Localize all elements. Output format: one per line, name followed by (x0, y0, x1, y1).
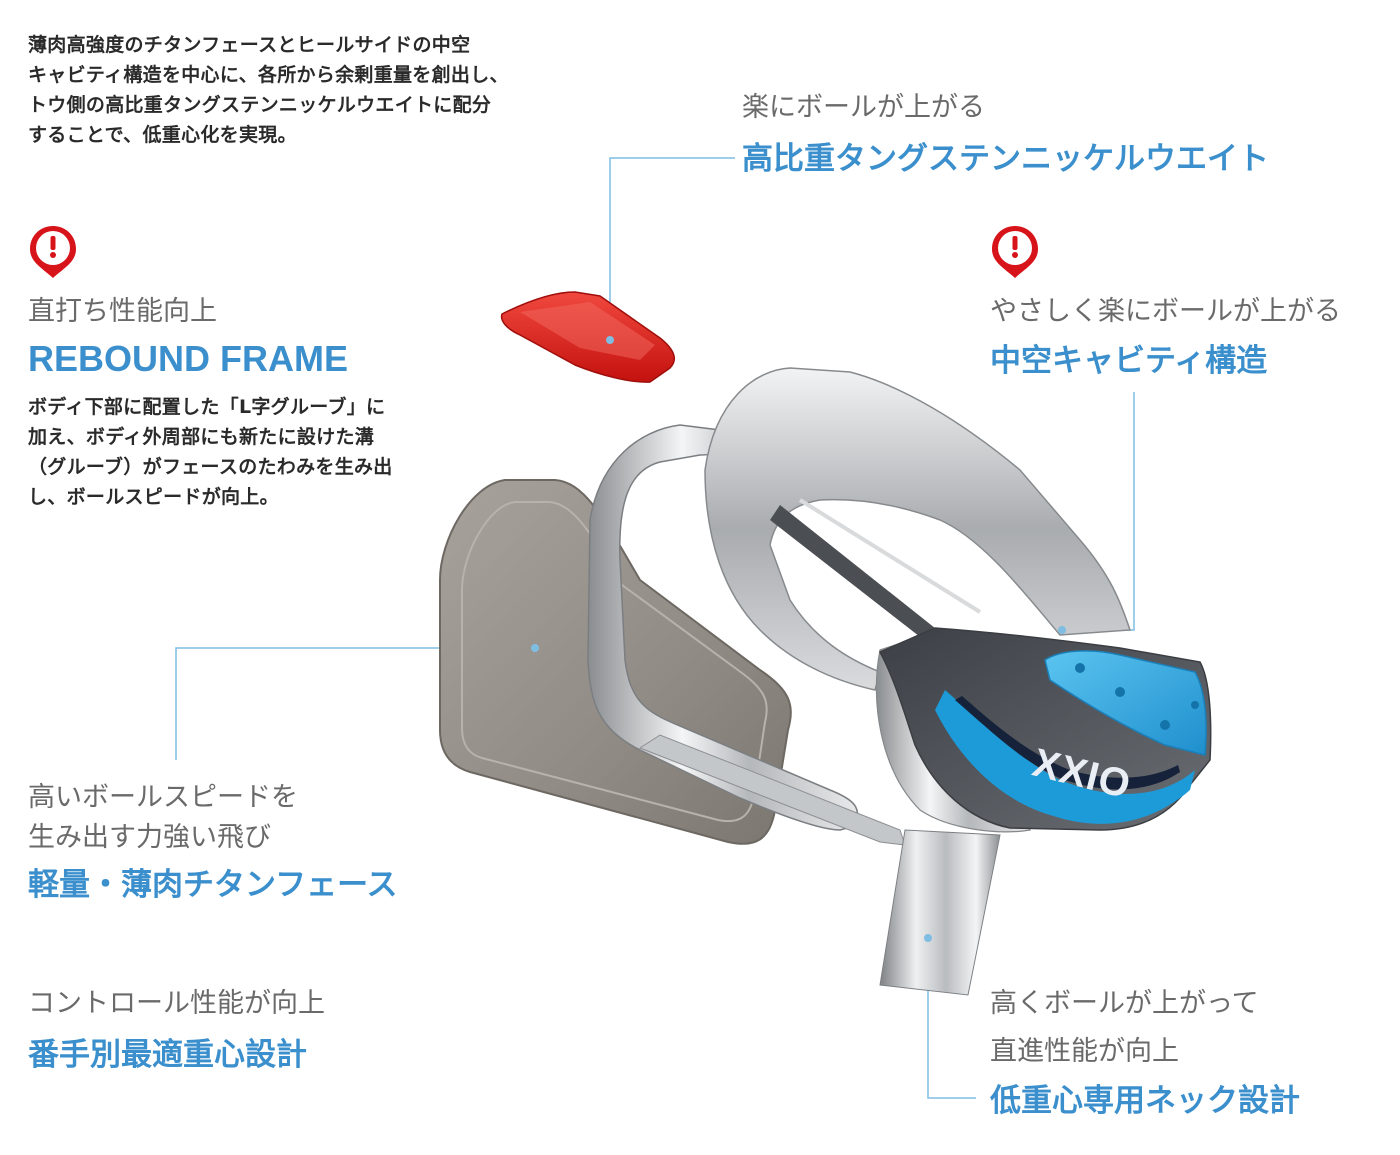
cavity-subtitle: やさしく楽にボールが上がる (990, 296, 1341, 327)
club-body (704, 367, 1132, 691)
weight-subtitle: 楽にボールが上がる (742, 92, 985, 123)
rebound-description: ボディ下部に配置した「L字グルーブ」に 加え、ボディ外周部にも新たに設けた溝 （… (28, 392, 393, 512)
intro-line: 薄肉高強度のチタンフェースとヒールサイドの中空 (28, 34, 471, 56)
face-heading: 軽量・薄肉チタンフェース (28, 867, 398, 903)
rebound-line: 加え、ボディ外周部にも新たに設けた溝 (28, 426, 375, 448)
intro-paragraph: 薄肉高強度のチタンフェースとヒールサイドの中空 キャビティ構造を中心に、各所から… (28, 30, 509, 150)
rebound-heading: REBOUND FRAME (28, 338, 348, 379)
neck-subtitle-1: 高くボールが上がって (990, 988, 1259, 1019)
leader-weight (609, 157, 735, 340)
rebound-line: し、ボールスピードが向上。 (28, 486, 279, 508)
rebound-callout: 直打ち性能向上 REBOUND FRAME ボディ下部に配置した「L字グルーブ」… (28, 292, 393, 512)
control-callout: コントロール性能が向上 番手別最適重心設計 (28, 984, 325, 1076)
face-callout: 高いボールスピードを 生み出す力強い飛び 軽量・薄肉チタンフェース (28, 778, 398, 906)
leader-neck (927, 938, 976, 1099)
leader-lines (175, 157, 1135, 1099)
face-subtitle-2: 生み出す力強い飛び (28, 822, 271, 853)
weight-heading: 高比重タングステンニッケルウエイト (742, 141, 1269, 177)
alert-pin-icon (30, 226, 76, 278)
cavity-heading: 中空キャビティ構造 (990, 343, 1268, 379)
intro-line: キャビティ構造を中心に、各所から余剰重量を創出し、 (28, 64, 509, 86)
leader-face (175, 647, 535, 760)
rebound-line: ボディ下部に配置した「L字グルーブ」に (28, 396, 386, 418)
control-heading: 番手別最適重心設計 (28, 1037, 307, 1073)
neck-subtitle-2: 直進性能が向上 (990, 1036, 1179, 1067)
neck-heading: 低重心専用ネック設計 (990, 1083, 1300, 1119)
rebound-line: （グルーブ）がフェースのたわみを生み出 (28, 456, 393, 478)
intro-line: トウ側の高比重タングステンニッケルウエイトに配分 (28, 94, 492, 116)
weight-callout: 楽にボールが上がる 高比重タングステンニッケルウエイト (742, 88, 1269, 180)
face-subtitle-1: 高いボールスピードを (28, 782, 298, 813)
cavity-callout: やさしく楽にボールが上がる 中空キャビティ構造 (990, 292, 1341, 382)
control-subtitle: コントロール性能が向上 (28, 988, 325, 1019)
leader-dots (531, 336, 1066, 942)
neck-callout: 高くボールが上がって 直進性能が向上 低重心専用ネック設計 (990, 984, 1300, 1122)
intro-line: することで、低重心化を実現。 (28, 124, 297, 146)
rebound-frame (587, 424, 859, 831)
club-shaft (879, 829, 1001, 996)
alert-pin-icon (992, 226, 1038, 278)
rebound-subtitle: 直打ち性能向上 (28, 296, 217, 327)
